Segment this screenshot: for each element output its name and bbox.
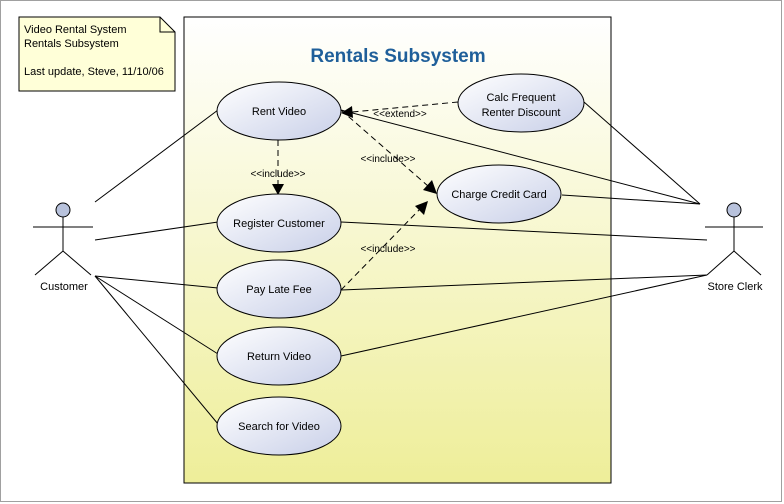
- actor-store-clerk-head: [726, 202, 742, 218]
- assoc-customer-pay-late-fee: [94, 275, 219, 289]
- use-case-return-video-label: Return Video: [247, 351, 311, 363]
- note-line-3: Last update, Steve, 11/10/06: [24, 66, 164, 78]
- use-case-charge-credit-card-label: Charge Credit Card: [451, 189, 546, 201]
- customer-associations: [94, 109, 219, 425]
- assoc-customer-search-for-video: [94, 275, 219, 425]
- use-case-charge-credit-card[interactable]: Charge Credit Card: [436, 164, 562, 224]
- use-case-register-customer[interactable]: Register Customer: [216, 193, 342, 253]
- use-case-calc-frequent-shape[interactable]: [457, 73, 585, 133]
- actor-customer-label: Customer: [40, 281, 88, 293]
- actor-customer-head: [55, 202, 71, 218]
- include-charge-pay-line: [340, 208, 421, 291]
- extend-line: [351, 101, 459, 113]
- store-clerk-associations: [340, 101, 708, 357]
- actor-store-clerk[interactable]: Store Clerk: [705, 202, 763, 293]
- extend-label: <<extend>>: [373, 109, 427, 120]
- include-charge-pay-arrowhead: [415, 201, 428, 215]
- use-case-register-customer-shape[interactable]: [216, 193, 342, 253]
- actor-customer-left-leg: [34, 250, 64, 276]
- include-charge-rent-arrowhead: [423, 180, 437, 194]
- note-body: [18, 16, 176, 92]
- assoc-clerk-rent-video: [340, 109, 701, 205]
- actor-store-clerk-right-leg: [733, 250, 762, 276]
- include-register-label: <<include>>: [250, 169, 305, 180]
- assoc-customer-rent-video: [94, 109, 219, 203]
- include-charge-rent-label: <<include>>: [360, 154, 415, 165]
- assoc-clerk-charge-credit-card: [561, 194, 701, 205]
- assoc-customer-return-video: [94, 275, 219, 355]
- use-case-rent-video[interactable]: Rent Video: [216, 81, 342, 141]
- extend-arrowhead: [341, 106, 353, 118]
- use-case-search-for-video-shape[interactable]: [216, 396, 342, 456]
- assoc-clerk-calc-frequent: [583, 101, 701, 205]
- assoc-clerk-register-customer: [340, 221, 708, 241]
- assoc-clerk-pay-late-fee: [340, 274, 708, 291]
- use-case-calc-frequent-label-2: Renter Discount: [482, 107, 561, 119]
- actor-store-clerk-label: Store Clerk: [707, 281, 763, 293]
- note: Video Rental System Rentals Subsystem La…: [18, 16, 176, 92]
- use-case-pay-late-fee-shape[interactable]: [216, 259, 342, 319]
- assoc-clerk-return-video: [340, 274, 708, 357]
- use-case-return-video-shape[interactable]: [216, 326, 342, 386]
- use-case-rent-video-label: Rent Video: [252, 106, 306, 118]
- use-case-calc-frequent-renter-discount[interactable]: Calc Frequent Renter Discount: [457, 73, 585, 133]
- use-case-search-for-video[interactable]: Search for Video: [216, 396, 342, 456]
- include-charge-from-rent: <<include>>: [340, 109, 437, 194]
- note-line-1: Video Rental System: [24, 24, 127, 36]
- actor-customer-right-leg: [62, 250, 92, 276]
- system-title: Rentals Subsystem: [310, 46, 485, 67]
- use-case-return-video[interactable]: Return Video: [216, 326, 342, 386]
- include-register-arrowhead: [272, 184, 284, 195]
- note-fold: [159, 17, 175, 33]
- include-charge-pay-label: <<include>>: [360, 244, 415, 255]
- use-case-register-customer-label: Register Customer: [233, 218, 325, 230]
- assoc-customer-register-customer: [94, 221, 219, 241]
- include-charge-from-pay: <<include>>: [340, 201, 428, 291]
- note-line-2: Rentals Subsystem: [24, 38, 119, 50]
- use-case-pay-late-fee[interactable]: Pay Late Fee: [216, 259, 342, 319]
- actor-customer[interactable]: Customer: [33, 202, 93, 293]
- use-case-rent-video-shape[interactable]: [216, 81, 342, 141]
- use-case-pay-late-fee-label: Pay Late Fee: [246, 284, 311, 296]
- use-case-calc-frequent-label-1: Calc Frequent: [486, 92, 555, 104]
- extend-calc-frequent: <<extend>>: [341, 101, 459, 120]
- include-register-customer: <<include>>: [250, 140, 306, 195]
- actor-store-clerk-left-leg: [706, 250, 735, 276]
- use-case-search-for-video-label: Search for Video: [238, 421, 320, 433]
- use-case-charge-credit-card-shape[interactable]: [436, 164, 562, 224]
